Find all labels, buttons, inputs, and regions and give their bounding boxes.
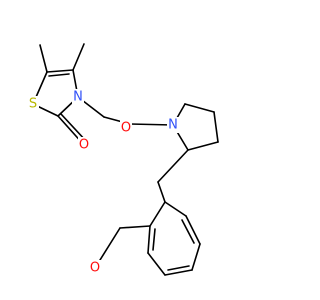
bond-c2p-c3p [187, 141, 219, 151]
bond-c4-me [72, 43, 85, 71]
bond-ar4 [164, 269, 193, 276]
amide-oxygen-bg [120, 120, 132, 136]
pyrrolidine-nitrogen-label: N [168, 118, 178, 133]
pyrrolidine-nitrogen-bg [167, 117, 179, 133]
thiazolone-nitrogen-label: N [73, 90, 83, 105]
bond-ar-inner3 [181, 219, 195, 244]
bond-layer [32, 43, 219, 276]
bond-ar-inner2 [167, 265, 190, 271]
sulfur-atom-label: S [29, 97, 37, 112]
amide-oxygen-label: O [121, 121, 131, 136]
structure-canvas: S N O O N O [27, 43, 219, 276]
bond-c4p-c5p [184, 103, 215, 113]
ring-carbonyl-oxygen-label: O [79, 138, 89, 153]
methoxy-oxygen-label: O [90, 261, 100, 276]
bond-ar-inner1 [152, 228, 156, 251]
bond-c4-c5-inner [48, 73, 70, 77]
bond-c2p-ch2 [157, 149, 189, 183]
bond-co-npyr [129, 123, 174, 126]
atom-label-layer: S N O O N O [27, 89, 179, 276]
bond-ar-o [119, 225, 151, 229]
bond-c5-me [39, 44, 48, 73]
bond-ch2-ar [157, 181, 166, 203]
methoxy-oxygen-bg [89, 260, 101, 276]
bond-c3p-c4p [213, 111, 219, 143]
bond-c4-c5 [46, 69, 74, 73]
molecule-structure-diagram: S N O O N O [27, 43, 219, 276]
bond-ar1 [149, 201, 166, 227]
bond-ar3 [147, 252, 166, 276]
ring-carbonyl-oxygen-bg [78, 137, 90, 153]
bond-ar2 [147, 225, 151, 254]
bond-ar5 [191, 243, 201, 271]
sulfur-label-bg [27, 96, 39, 112]
thiazolone-nitrogen-bg [72, 89, 84, 105]
bond-ar7 [164, 201, 187, 217]
bond-ar6 [185, 215, 201, 245]
